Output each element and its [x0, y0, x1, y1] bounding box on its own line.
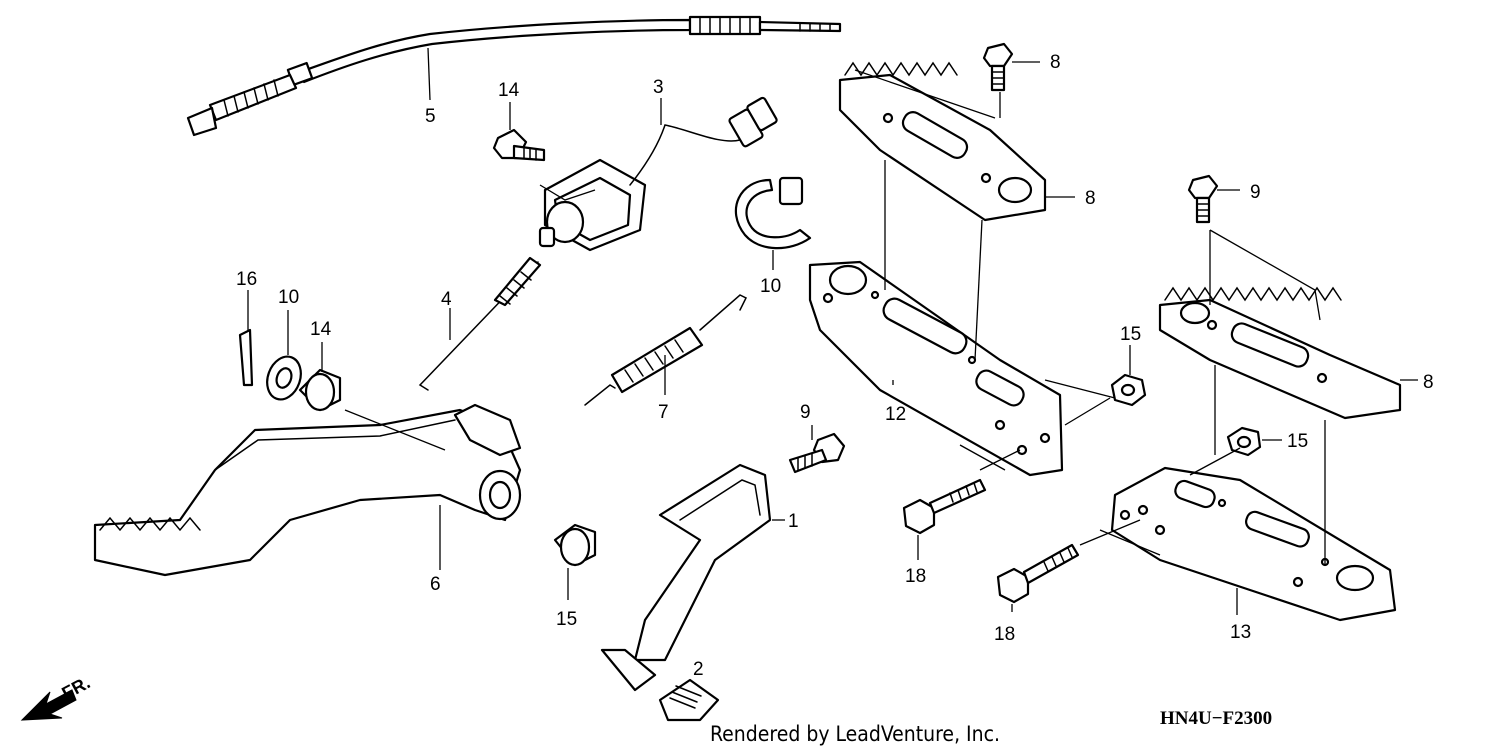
cotter-pin	[238, 328, 254, 387]
return-spring	[584, 294, 748, 406]
brake-cable	[186, 15, 842, 137]
bushing-14-upper	[298, 368, 342, 412]
callout-8-lower: 8	[1423, 372, 1434, 393]
footpeg-bracket-lower	[1110, 466, 1397, 622]
callout-5: 5	[425, 106, 436, 127]
rubber-peg	[658, 678, 720, 722]
diagram-code: HN4U−F2300	[1160, 708, 1272, 729]
callout-10-upper: 8	[1050, 52, 1061, 73]
callout-6: 6	[430, 574, 441, 595]
brake-pedal	[93, 403, 522, 577]
clamp-band	[734, 176, 812, 250]
callout-16: 16	[236, 269, 257, 290]
callout-10-lower: 9	[1250, 182, 1261, 203]
bolt-10-upper	[982, 42, 1014, 92]
callout-18-upper: 18	[905, 566, 926, 587]
callout-14-lower: 15	[556, 609, 577, 630]
callout-3: 3	[653, 77, 664, 98]
brake-switch	[538, 96, 778, 252]
footpeg-lower	[1158, 286, 1402, 420]
callout-2: 2	[693, 659, 704, 680]
nut-15-upper	[1110, 373, 1147, 407]
nut-15-lower	[1226, 426, 1262, 457]
bolt-18-upper	[902, 478, 987, 535]
callout-9-upper: 12	[885, 404, 906, 425]
callout-1: 1	[788, 511, 799, 532]
bolt-10-lower	[1187, 174, 1219, 224]
switch-spring	[418, 256, 542, 391]
bushing-14-lower	[553, 523, 597, 567]
assembly-leaders	[344, 69, 1326, 565]
callout-17: 14	[498, 80, 520, 101]
callout-4: 4	[441, 289, 452, 310]
front-direction-indicator: FR.	[20, 672, 93, 721]
callout-12: 10	[278, 287, 299, 308]
front-arrow-icon	[20, 689, 77, 721]
credit-text: Rendered by LeadVenture, Inc.	[710, 722, 1000, 746]
callout-15-lower: 15	[1287, 431, 1308, 452]
footpeg-upper	[838, 61, 1047, 222]
callout-9-lower: 13	[1230, 622, 1251, 643]
callout-14-upper: 14	[310, 319, 332, 340]
footpeg-bracket-upper	[808, 260, 1064, 477]
callout-13: 10	[760, 276, 781, 297]
washer-12	[266, 355, 302, 401]
callout-8-upper: 8	[1085, 188, 1096, 209]
bolt-17	[492, 128, 546, 162]
pedal-arm	[600, 463, 772, 692]
callout-7: 7	[658, 402, 669, 423]
callout-15-upper: 15	[1120, 324, 1141, 345]
callout-11: 9	[800, 402, 811, 423]
bolt-18-lower	[996, 543, 1080, 604]
bolt-11	[788, 432, 846, 474]
callout-18-lower: 18	[994, 624, 1015, 645]
